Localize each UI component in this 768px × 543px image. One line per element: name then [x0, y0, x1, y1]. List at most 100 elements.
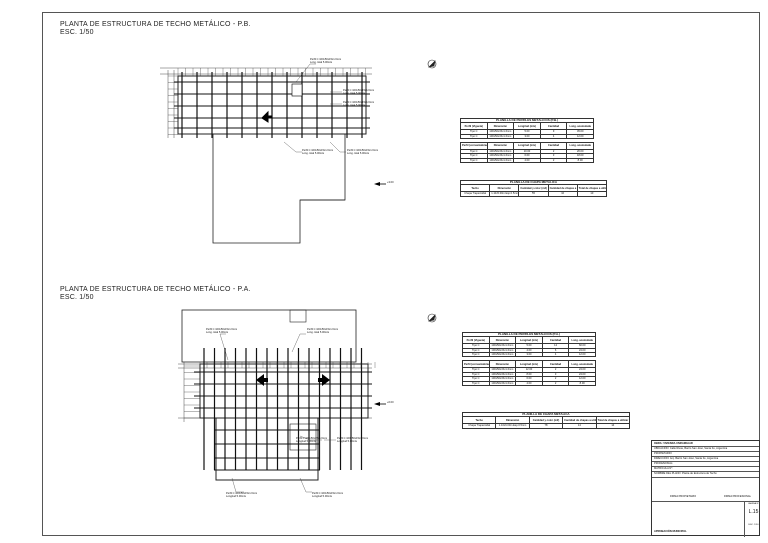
table-cell: Techo: [461, 416, 497, 425]
table-cell: Longitud (mts): [515, 360, 543, 369]
table-cell: Cantidad de chapas a utilizar: [562, 416, 597, 425]
table-cell: 2: [541, 380, 570, 386]
table-cell: 100x50x15x1.6mm: [488, 380, 517, 386]
table-cell: Perfil (Vigueta): [462, 336, 490, 345]
table-cell: Dimensión: [486, 122, 515, 131]
table-cell: Cantidad: [541, 360, 570, 369]
table-cell: 100x50x15x1.6mm: [486, 157, 515, 164]
tb-profesional: PROFESIONAL:: [654, 462, 674, 465]
tb-aprobacion: APROBACIÓN MUNICIPAL: [654, 530, 687, 533]
table-cell: 14: [595, 423, 631, 429]
table-cell: Long. acumulada: [566, 141, 594, 150]
table-cell: Dimensión: [488, 336, 517, 345]
table-cell: Cantidad y color (m2): [528, 416, 564, 425]
table-cell: 100x50x15x1.6mm: [488, 351, 517, 358]
upper-plan-scale: ESC. 1/50: [60, 29, 94, 36]
lower-plan-title: PLANTA DE ESTRUCTURA DE TECHO METÁLICO -…: [60, 286, 251, 293]
level-marker-icon-lower: [374, 402, 386, 406]
table-cell: 1.10x6.00m Esp.0.5mm: [495, 423, 530, 429]
table-cell: Cantidad de chapas a utilizar: [547, 184, 578, 193]
tb-obra: OBRA: VIVIENDA UNIFAMILIAR: [654, 442, 693, 445]
table-cell: Techo: [459, 184, 491, 193]
table-cell: 4.00: [515, 380, 543, 386]
table-cell: 100x50x15x1.6mm: [486, 148, 515, 155]
tb-lamina-box: LÁMINA N° L.15 ESC. 1/50: [744, 501, 762, 537]
north-arrow-icon-lower: [427, 313, 437, 323]
table-cell: 8.00: [566, 157, 594, 164]
table-cell: Cantidad: [541, 336, 570, 345]
table-cell: Tipo C: [462, 380, 490, 386]
table-cell: 14: [562, 423, 597, 429]
table-cell: Cantidad: [539, 122, 568, 131]
table-cell: 4.00: [513, 157, 541, 164]
table-cell: 12.00: [566, 133, 594, 140]
table-cell: 100x50x15x1.6mm: [488, 367, 517, 373]
table-cell: 2: [539, 157, 568, 164]
table-cell: Chapa Trapezoidal: [459, 191, 491, 197]
lower-plan-scale: ESC. 1/50: [60, 294, 94, 301]
table-cell: Long. acumulada: [566, 122, 594, 131]
tb-firma-profesional: FIRMA PROFESIONAL: [724, 495, 752, 498]
table-caption: PLANILLA DE CHAPA METÁLICA: [462, 411, 630, 418]
table-cell: Total de chapas a utilizar: [576, 184, 608, 193]
tb-nombre: NOMBRE DEL PLANO: Planta de Estructura d…: [654, 472, 717, 475]
table-cell: Longitud (mts): [515, 336, 543, 345]
table-cell: Chapa Trapezoidal: [461, 423, 497, 429]
north-arrow-icon: [427, 59, 437, 69]
table-cell: 10: [576, 191, 608, 197]
table-cell: 78: [528, 423, 564, 429]
sheet-frame: [42, 12, 760, 536]
table-cell: 1.10x5.00m Esp.0.5mm: [489, 191, 520, 197]
tb-firma-propietario: FIRMA PROPIETARIO: [670, 495, 697, 498]
table-cell: 10: [547, 191, 578, 197]
table-caption: PLANILLA DE PERFILES METÁLICOS (P.A.): [462, 331, 596, 338]
tb-ubicacion: UBICACIÓN: Calle Rivas, Barrio San José,…: [654, 447, 728, 450]
table-caption: PLANILLA DE PERFILES METÁLICOS (P.B.): [460, 117, 594, 124]
upper-plan-title: PLANTA DE ESTRUCTURA DE TECHO METÁLICO -…: [60, 21, 251, 28]
table-cell: 100x50x15x1.6mm: [486, 153, 515, 159]
table-cell: 100x50x15x1.6mm: [486, 133, 515, 140]
table-row: Perfil (correa/cabriada)DimensiónLongitu…: [460, 141, 594, 150]
table-cell: Longitud (mts): [513, 141, 541, 150]
table-cell: 100x50x15x1.6mm: [488, 376, 517, 382]
table-cell: Longitud (mts): [513, 122, 541, 131]
table-cell: Tipo C: [460, 157, 488, 164]
table-cell: Dimensión: [489, 184, 520, 193]
tb-matricula: MATRÍCULA N°:: [654, 467, 674, 470]
tb-direccion: DIRECCIÓN: Arq. Barrio San José, Santa F…: [654, 457, 719, 460]
tb-propietario: PROPIETARIO:: [654, 452, 673, 455]
lower-level-tag: +6.00: [387, 401, 394, 404]
table-caption: PLANILLA DE CHAPA METÁLICA: [460, 179, 607, 186]
table-cell: Dimensión: [495, 416, 530, 425]
table-cell: Dimensión: [488, 360, 517, 369]
table-cell: Perfil (Vigueta): [460, 122, 488, 131]
table-cell: 55: [518, 191, 549, 197]
table-perfiles-pb: PLANILLA DE PERFILES METÁLICOS (P.B.)Per…: [460, 117, 594, 164]
table-cell: 12.00: [568, 351, 596, 358]
level-marker-icon: [374, 182, 386, 186]
table-cell: Perfil (correa/cabriada): [460, 141, 488, 150]
table-cell: Perfil (correa/cabriada): [462, 360, 490, 369]
table-cell: Total de chapas a utilizar: [595, 416, 631, 425]
